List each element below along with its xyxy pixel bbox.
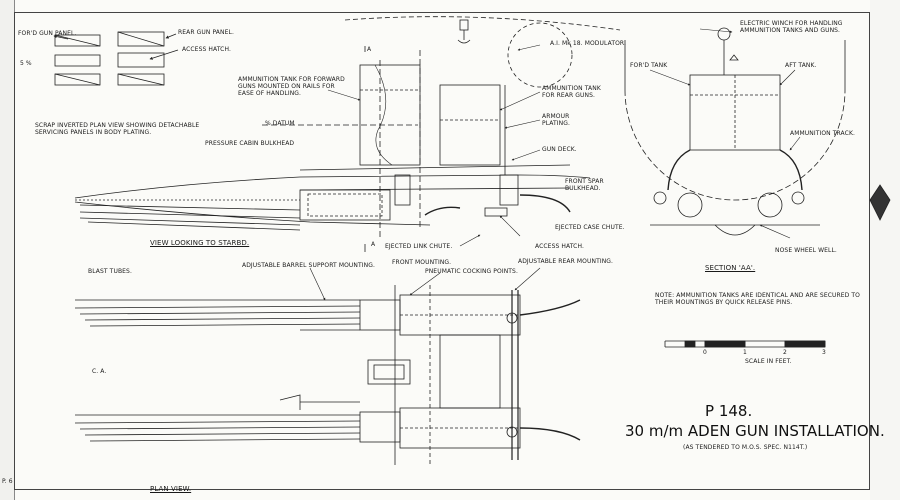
drawing-title: P 148. <box>705 402 753 420</box>
margin-mark-1: 5 % <box>20 60 32 67</box>
side-view <box>74 16 621 252</box>
side-view-title: VIEW LOOKING TO STARBD. <box>150 239 250 247</box>
margin-mark-2: C. A. <box>92 368 107 375</box>
section-mark-bottom: A <box>371 241 376 248</box>
plan-view-title: PLAN VIEW. <box>150 485 192 493</box>
barrel-support-label: ADJUSTABLE BARREL SUPPORT MOUNTING. <box>242 262 375 269</box>
ammo-tank-rear-label: AMMUNITION TANK FOR REAR GUNS. <box>542 85 601 99</box>
pneumatic-label: PNEUMATIC COCKING POINTS. <box>425 268 518 275</box>
aft-tank-label: AFT TANK. <box>785 62 817 69</box>
emblem-icon <box>869 184 891 221</box>
blast-tubes-label: BLAST TUBES. <box>88 268 132 275</box>
rear-gun-panel-label: REAR GUN PANEL. <box>178 29 234 36</box>
pressure-cabin-label: PRESSURE CABIN BULKHEAD <box>205 140 295 147</box>
gun-deck-label: GUN DECK. <box>542 146 577 153</box>
ammo-tank-forward-label: AMMUNITION TANK FOR FORWARD GUNS MOUNTED… <box>238 76 345 97</box>
scale-bar <box>664 340 826 348</box>
armour-label: ARMOUR PLATING. <box>542 113 571 127</box>
section-view-title: SECTION 'AA'. <box>705 264 756 272</box>
access-hatch-label: ACCESS HATCH. <box>535 243 584 250</box>
scrap-view-note: SCRAP INVERTED PLAN VIEW SHOWING DETACHA… <box>35 122 200 136</box>
datum-label: % DATUM <box>265 120 295 127</box>
section-aa <box>624 27 846 236</box>
access-hatch-top-label: ACCESS HATCH. <box>182 46 231 53</box>
sheet-right-margin <box>870 0 900 500</box>
scrap-view-panels <box>53 31 179 86</box>
note-text: NOTE: AMMUNITION TANKS ARE IDENTICAL AND… <box>655 292 860 306</box>
scale-tick-3: 3 <box>822 349 826 356</box>
drawing-subtitle: 30 m/m ADEN GUN INSTALLATION. <box>625 422 885 440</box>
ford-gun-panel-label: FOR'D GUN PANEL. <box>18 30 77 37</box>
front-mounting-label: FRONT MOUNTING. <box>392 259 452 266</box>
plan-view <box>74 285 581 465</box>
scale-label: SCALE IN FEET. <box>745 358 792 365</box>
ford-tank-label: FOR'D TANK <box>630 62 668 69</box>
ejected-link-label: EJECTED LINK CHUTE. <box>385 243 453 250</box>
ammo-track-label: AMMUNITION TRACK. <box>790 130 855 137</box>
ejected-case-label: EJECTED CASE CHUTE. <box>555 224 625 231</box>
section-mark-top: A <box>367 46 372 53</box>
rear-mounting-label: ADJUSTABLE REAR MOUNTING. <box>518 258 614 265</box>
winch-label: ELECTRIC WINCH FOR HANDLING AMMUNITION T… <box>740 20 843 34</box>
margin-mark-3: P. 6 <box>2 478 13 485</box>
tender-note: (AS TENDERED TO M.O.S. SPEC. N114T.) <box>683 444 808 451</box>
nose-wheel-label: NOSE WHEEL WELL. <box>775 247 837 254</box>
modulator-label: A.I. Mk 18. MODULATOR. <box>550 40 626 47</box>
front-spar-label: FRONT SPAR BULKHEAD. <box>565 178 604 192</box>
scale-tick-0: 0 <box>703 349 707 356</box>
scale-tick-1: 1 <box>743 349 747 356</box>
scale-tick-2: 2 <box>783 349 787 356</box>
